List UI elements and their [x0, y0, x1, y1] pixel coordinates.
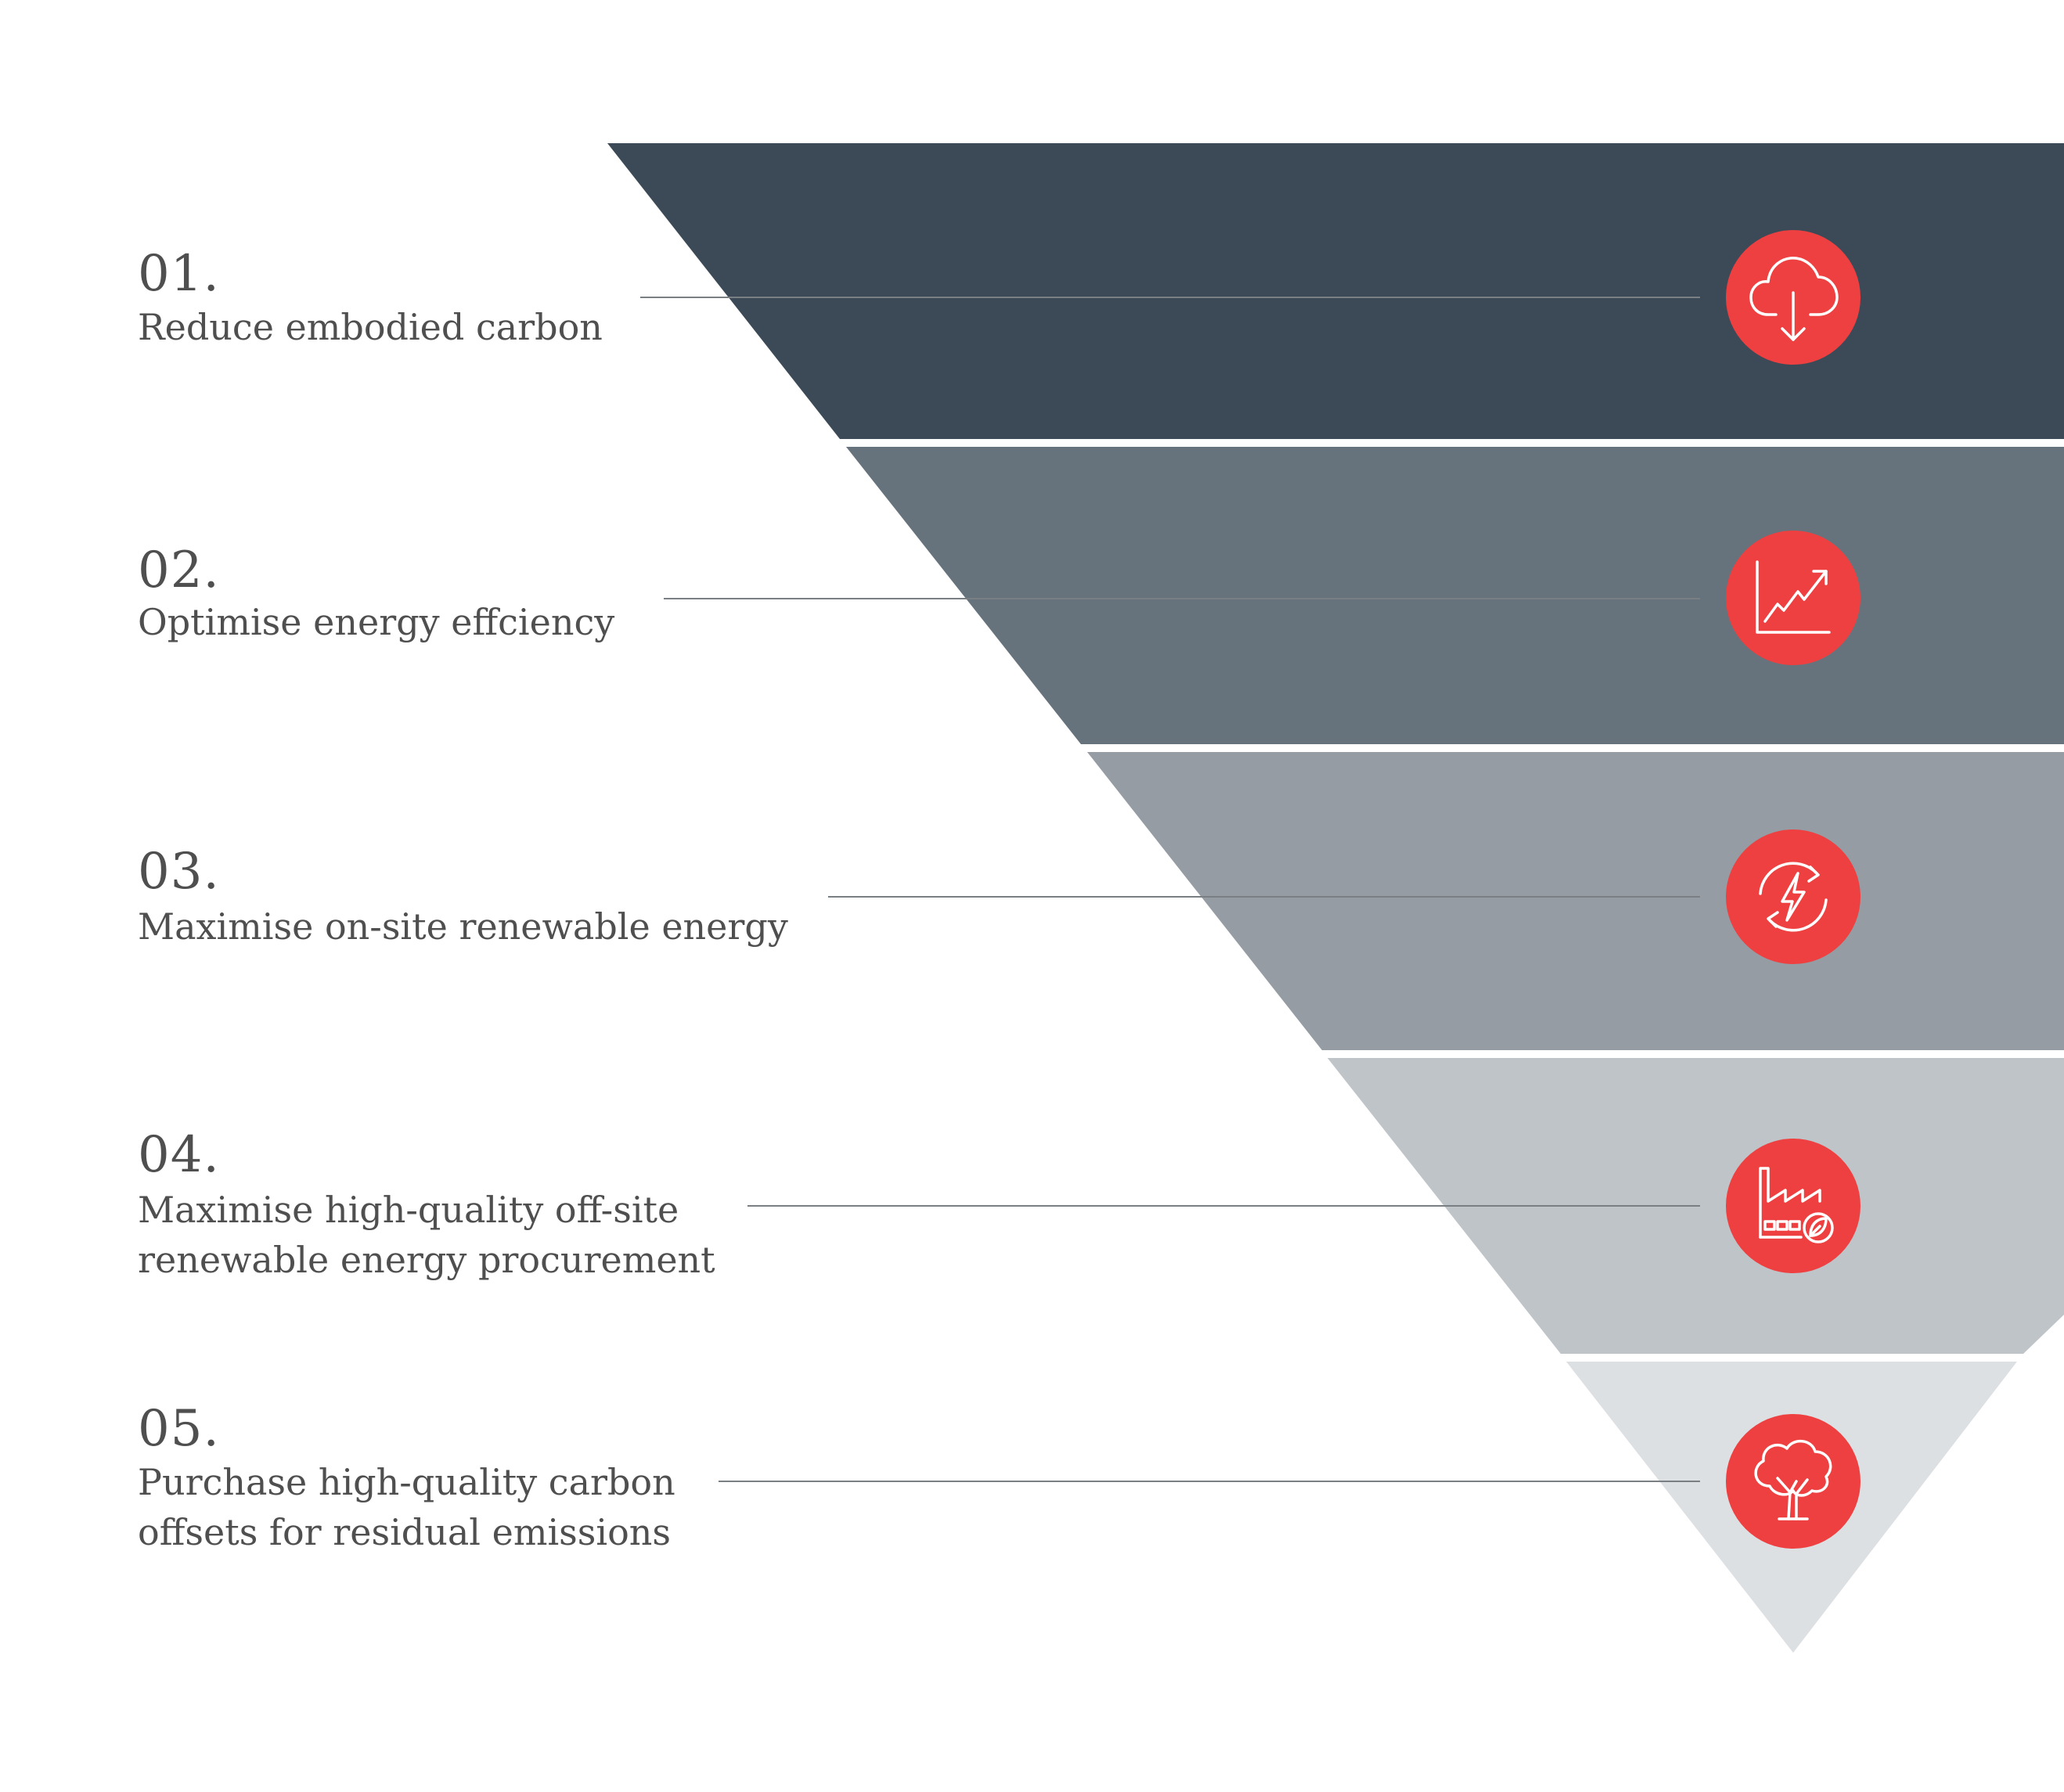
step-label: Purchase high-quality carbon offsets for… — [138, 1461, 675, 1553]
step-label: Maximise high-quality off-site renewable… — [138, 1189, 715, 1281]
tier-1-band — [607, 143, 2064, 439]
tree-icon — [1726, 1414, 1860, 1549]
factory-leaf-icon — [1726, 1139, 1860, 1273]
tier-2-band — [846, 447, 2064, 744]
tier-3-band — [1087, 752, 2064, 1050]
cloud-download-icon — [1726, 230, 1860, 365]
step-label: Maximise on-site renewable energy — [138, 905, 788, 948]
step-number: 02. — [138, 542, 220, 599]
step-label: Reduce embodied carbon — [138, 306, 603, 348]
step-number: 04. — [138, 1126, 220, 1184]
step-label: Optimise energy effciency — [138, 601, 615, 643]
step-number: 05. — [138, 1400, 220, 1458]
step-number: 03. — [138, 843, 220, 901]
step-number: 01. — [138, 245, 220, 303]
growth-chart-icon — [1726, 531, 1860, 665]
renewable-energy-cycle-icon — [1726, 829, 1860, 964]
